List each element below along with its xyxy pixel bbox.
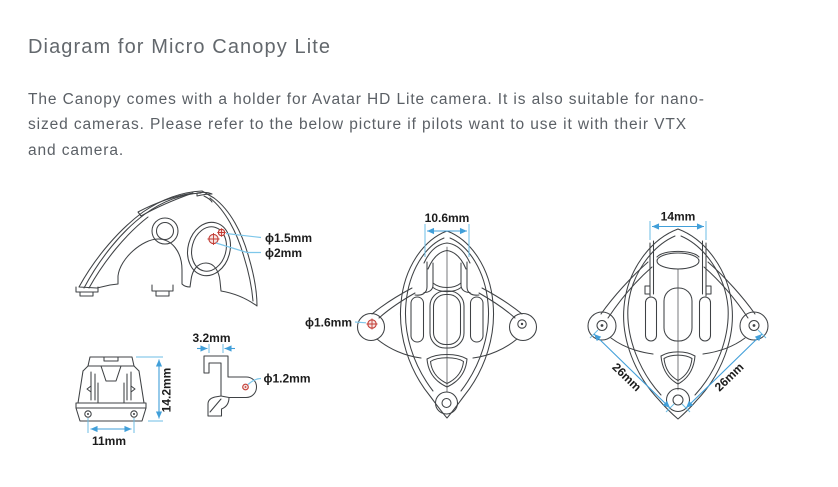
body-text-line: and camera.	[28, 141, 125, 159]
extension-line	[208, 344, 224, 353]
page-title: Diagram for Micro Canopy Lite	[28, 36, 332, 58]
hole-marker-icon	[207, 228, 226, 245]
dimension-line	[593, 333, 671, 409]
extension-line	[649, 221, 707, 240]
body-text-line: The Canopy comes with a holder for Avata…	[28, 91, 705, 108]
body-text-line: sized cameras. Please refer to the below…	[28, 116, 687, 134]
dimension-label-mount-width: 10.6mm	[425, 211, 470, 225]
bottom-view-drawing	[587, 228, 769, 420]
intro-paragraph: The Canopy comes with a holder for Avata…	[28, 87, 828, 163]
dimension-label-holder-height: 14.2mm	[160, 368, 174, 413]
dimension-label-hole-2mm: ϕ2mm	[265, 246, 302, 260]
holder-front-drawing	[75, 356, 147, 422]
dimension-label-hook-width: 3.2mm	[192, 331, 230, 345]
extension-line	[87, 418, 135, 433]
leader-line	[215, 242, 261, 254]
dimension-label-hole-1-5mm: ϕ1.5mm	[265, 231, 312, 245]
dimension-line	[685, 333, 763, 409]
dimension-label-hole-spacing: 11mm	[92, 434, 126, 448]
hole-marker-icon	[366, 318, 378, 330]
hole-marker-icon	[242, 383, 249, 391]
dimension-label-hole-1-6mm: ϕ1.6mm	[305, 316, 352, 330]
text-content: Diagram for Micro Canopy Lite The Canopy…	[28, 34, 828, 163]
holder-side-drawing	[203, 355, 258, 417]
side-view-drawing	[75, 190, 258, 307]
dimension-label-hole-1-2mm: ϕ1.2mm	[264, 372, 311, 386]
top-view-drawing	[356, 230, 538, 419]
dimension-label-rail-width: 14mm	[661, 210, 696, 224]
extension-line	[424, 224, 470, 257]
leader-line	[225, 232, 262, 239]
extension-line	[136, 356, 163, 422]
leader-line	[354, 321, 367, 324]
leader-line	[247, 377, 262, 385]
